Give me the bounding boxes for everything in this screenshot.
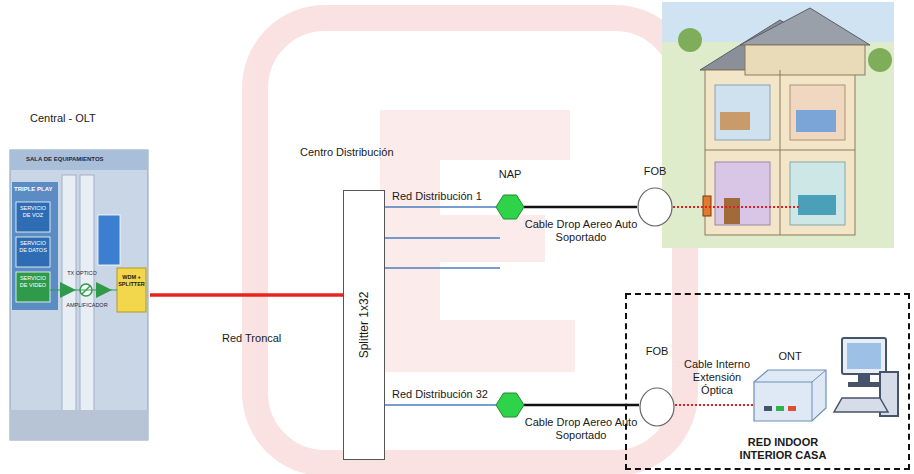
connector-line bbox=[524, 404, 639, 407]
connector-line bbox=[150, 293, 343, 297]
ont-box bbox=[754, 368, 826, 422]
olt-building bbox=[10, 150, 148, 440]
connector-label: Red Troncal bbox=[222, 332, 302, 345]
connector-line bbox=[675, 404, 754, 406]
computer-icon bbox=[834, 338, 898, 416]
node-label: RED INDOOR INTERIOR CASA bbox=[727, 436, 839, 462]
section-label: Centro Distribución bbox=[300, 146, 410, 159]
connector-line bbox=[385, 206, 496, 208]
node-hex: NAP bbox=[496, 168, 524, 220]
node-label: NAP bbox=[499, 168, 522, 181]
illustration-label: SALA DE EQUIPAMIENTOS bbox=[26, 156, 136, 164]
watermark-logo bbox=[255, 18, 685, 463]
connector-label: Cable Drop Aereo Auto Soportado bbox=[522, 218, 640, 244]
connector-label: Cable Drop Aereo Auto Soportado bbox=[522, 416, 640, 442]
connector-label: Cable Interno Extensión Óptica bbox=[676, 358, 758, 397]
node-label: Central - OLT bbox=[30, 112, 96, 125]
connector-label: Red Distribución 32 bbox=[392, 388, 502, 401]
connector-line bbox=[524, 206, 637, 209]
connector-label: Red Distribución 1 bbox=[392, 190, 502, 203]
node-label: ONT bbox=[778, 350, 801, 363]
illustration-label: WDM + SPLITTER bbox=[118, 274, 145, 288]
node-label: FOB bbox=[646, 345, 669, 358]
node-split: Splitter 1x32 bbox=[343, 190, 385, 460]
node-ont: ONT bbox=[754, 350, 826, 422]
illustration-label: SERVICIO DE VOZ bbox=[16, 205, 50, 219]
node-label: Splitter 1x32 bbox=[358, 292, 371, 359]
node-ell: FOB bbox=[637, 165, 673, 227]
node-label: FOB bbox=[644, 165, 667, 178]
illustration-label: SERVICIO DE VIDEO bbox=[16, 275, 50, 289]
fob-ellipse bbox=[637, 187, 673, 227]
house-illustration bbox=[662, 2, 894, 248]
nap-hexagon bbox=[496, 194, 524, 220]
node-hex bbox=[496, 392, 524, 418]
illustration-label: AMPLIFICADOR bbox=[62, 302, 112, 309]
nap-hexagon bbox=[496, 392, 524, 418]
illustration-label: TX OPTICO bbox=[62, 270, 102, 277]
fob-ellipse bbox=[639, 387, 675, 427]
illustration-label: TRIPLE PLAY bbox=[14, 186, 58, 194]
node-ell: FOB bbox=[639, 345, 675, 427]
illustration-label: SERVICIO DE DATOS bbox=[16, 240, 50, 254]
connector-line bbox=[385, 404, 496, 406]
node-region: FOB ONT RED INDOOR INTERIOR CASA bbox=[625, 293, 910, 470]
distribution-branch bbox=[385, 238, 500, 268]
